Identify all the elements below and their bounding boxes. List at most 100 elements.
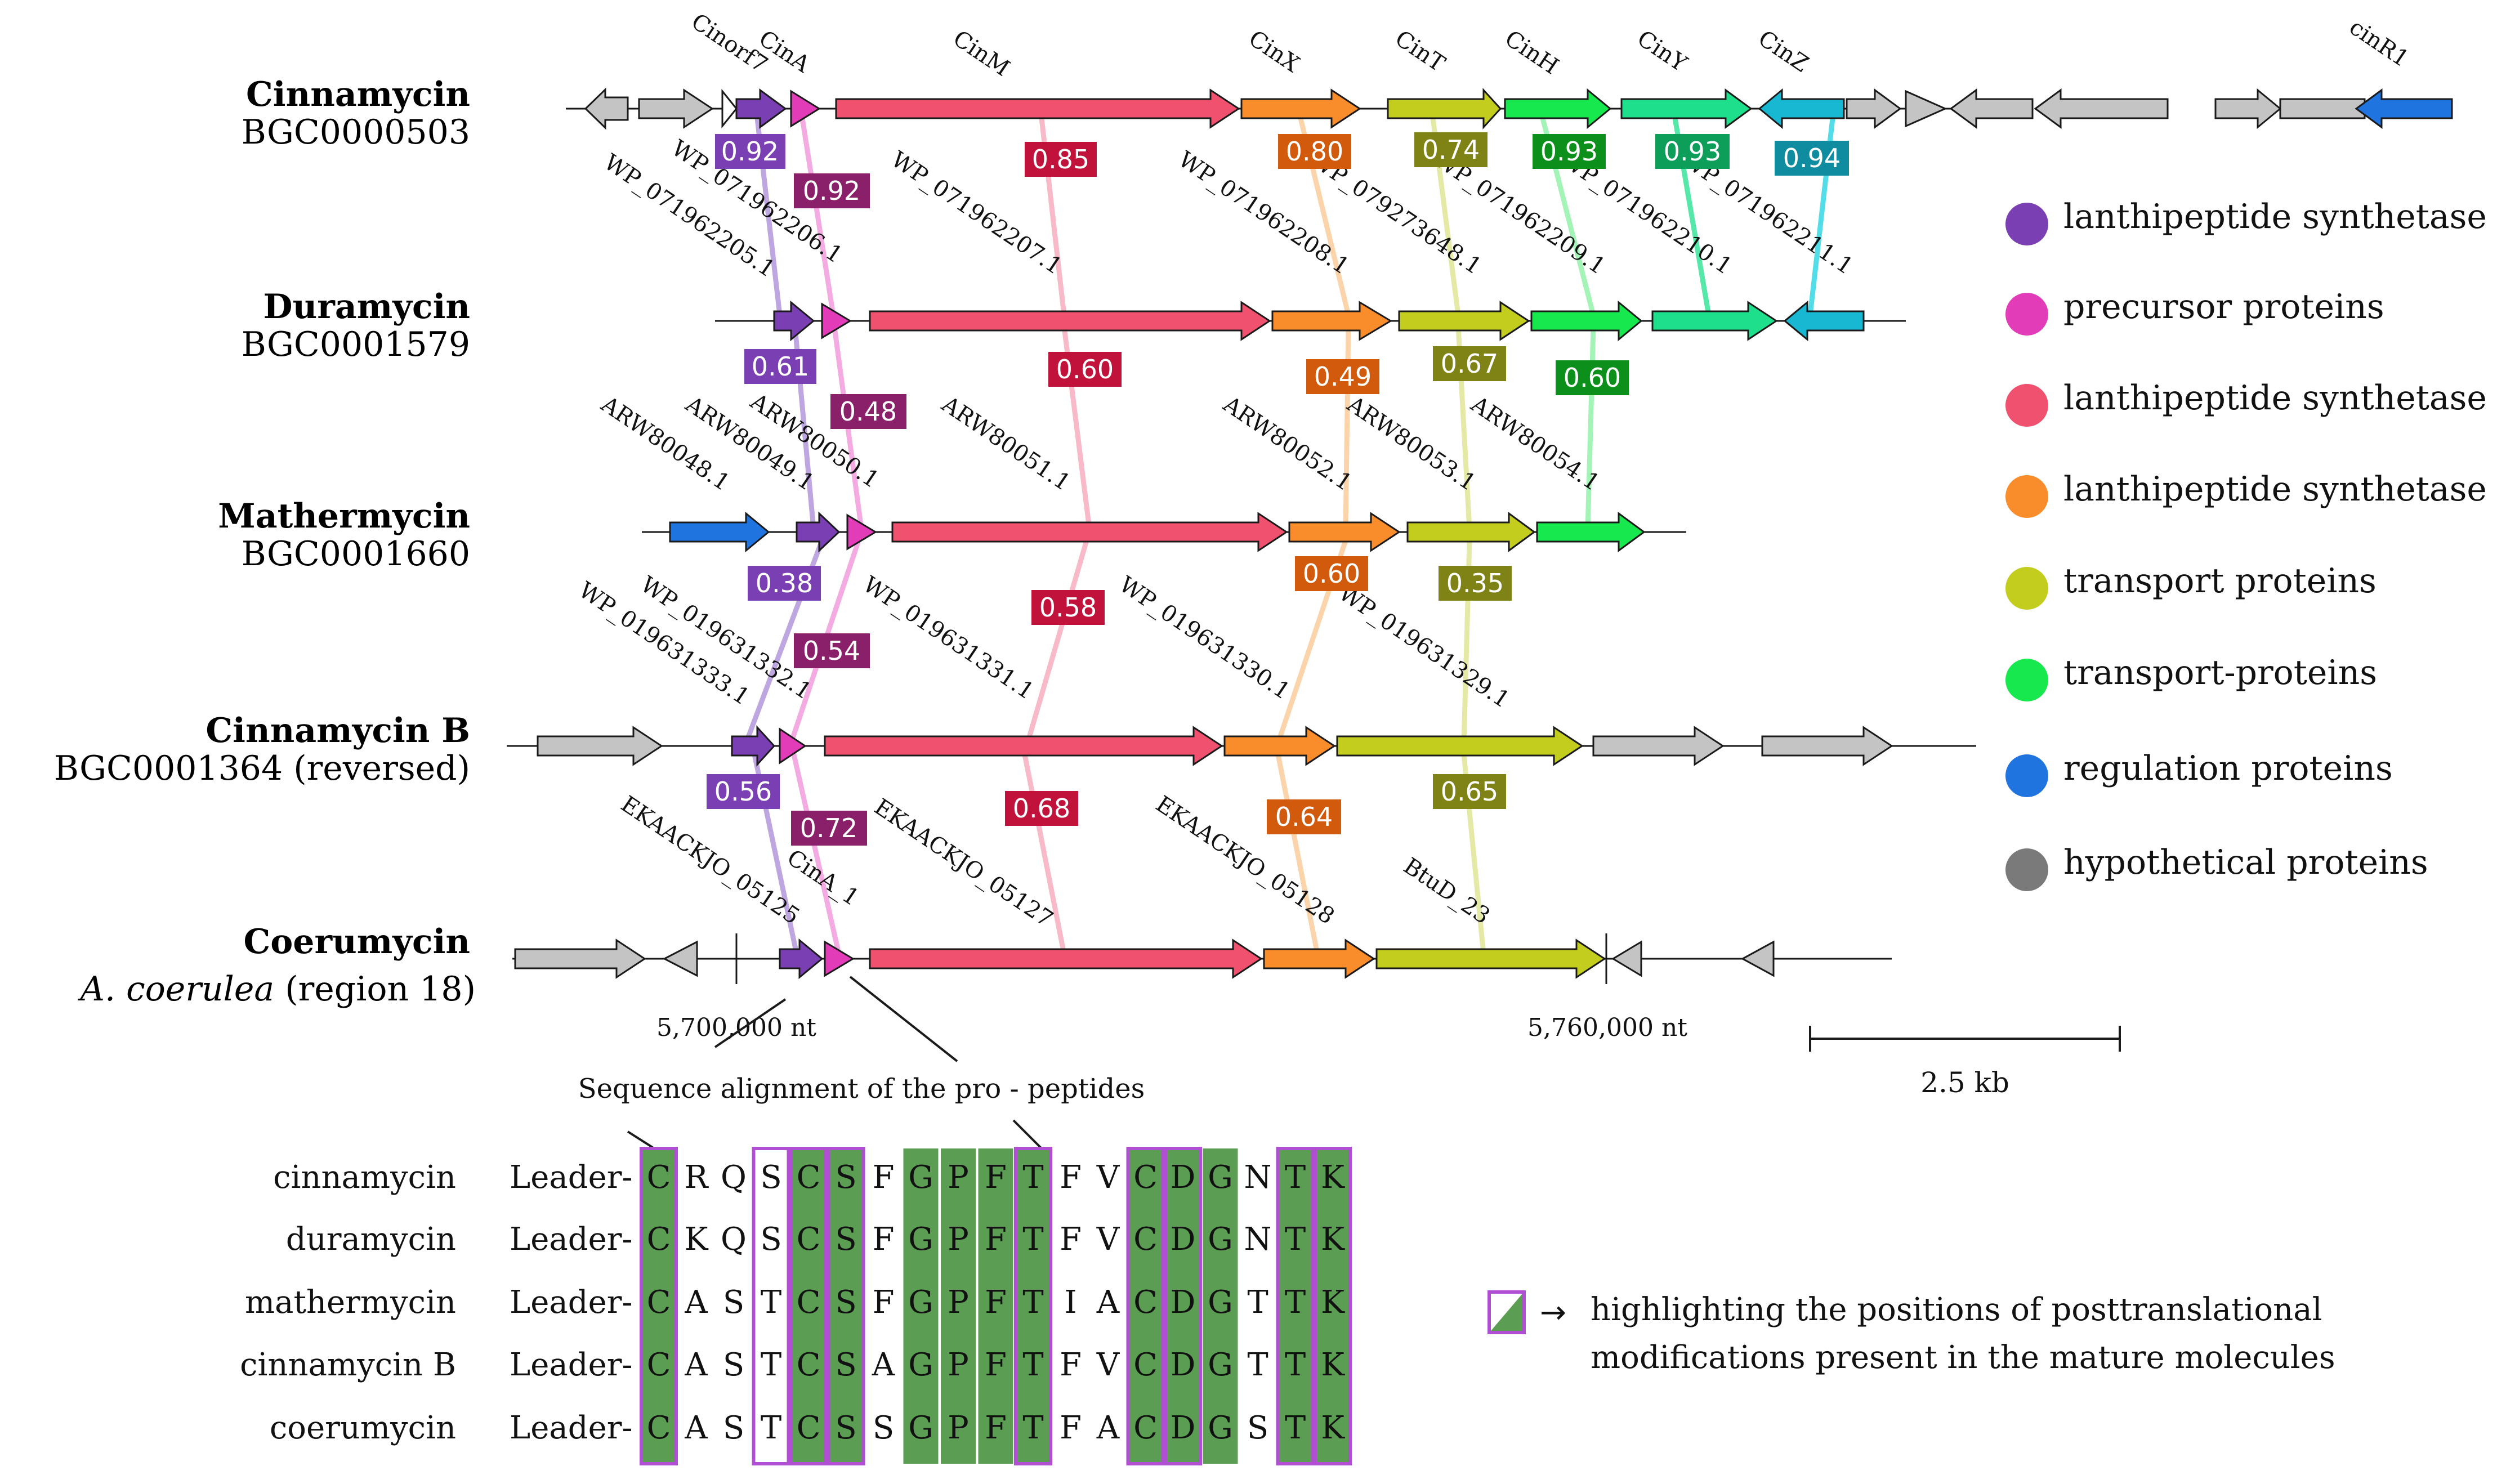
alignment-residue: A <box>1096 1410 1120 1446</box>
cluster-id-coerumycin-species: A. coerulea <box>78 969 275 1009</box>
gene-arrow-purple <box>773 300 815 342</box>
cluster-labels: Cinnamycin BGC0000503 Duramycin BGC00015… <box>54 75 476 1009</box>
alignment-leader-label: Leader- <box>510 1410 632 1446</box>
alignment-residue: A <box>684 1347 708 1383</box>
alignment-residue: V <box>1096 1347 1120 1383</box>
gene-arrow-grey <box>584 87 629 130</box>
gene-labels-mathermycin: ARW80048.1 ARW80049.1 ARW80050.1 ARW8005… <box>596 388 1605 497</box>
gene-arrow-grey <box>1846 88 1902 129</box>
identity-box <box>1433 774 1506 809</box>
legend: lanthipeptide synthetase precursor prote… <box>2005 197 2487 891</box>
identity-box <box>748 566 821 601</box>
legend-label: hypothetical proteins <box>2063 843 2428 882</box>
gene-arrow-yellow <box>1406 512 1536 552</box>
alignment-residue: K <box>1321 1159 1345 1196</box>
gene-arrow-teal <box>1651 301 1778 341</box>
identity-value: 0.93 <box>1540 136 1598 167</box>
alignment-residue: T <box>1022 1221 1043 1258</box>
identity-box <box>744 349 816 384</box>
gene-arrow-yellow <box>1387 88 1502 129</box>
alignment-residue: T <box>1247 1284 1268 1321</box>
gene-label: WP_019631330.1 <box>1114 571 1294 705</box>
gene-label: ARW80051.1 <box>937 391 1075 497</box>
cluster-name-cinnamycin: Cinnamycin <box>246 75 470 114</box>
identity-value: 0.94 <box>1783 143 1841 173</box>
alignment-residue: T <box>1247 1347 1268 1383</box>
gene-arrow-pink <box>821 302 852 339</box>
legend-swatch <box>2005 659 2048 701</box>
alignment-residue: F <box>985 1159 1007 1196</box>
gene-label: ARW80054.1 <box>1466 391 1605 497</box>
alignment-residue: G <box>1208 1347 1233 1383</box>
identity-value: 0.56 <box>714 776 772 807</box>
alignment-row-name: cinnamycin <box>273 1159 456 1196</box>
gene-label: CinM <box>948 25 1014 82</box>
alignment-conserved-column <box>1128 1148 1163 1464</box>
alignment-residue: S <box>723 1284 744 1321</box>
gene-arrow-purple <box>731 725 776 767</box>
alignment-residue: P <box>948 1159 969 1196</box>
axis-labels: 5,700,000 nt 5,760,000 nt <box>656 1013 1687 1042</box>
cluster-id-coerumycin-region: (region 18) <box>274 969 476 1009</box>
alignment-conserved-column <box>978 1148 1013 1464</box>
identity-value: 0.68 <box>1013 793 1070 824</box>
note-swatch-fill <box>1491 1294 1522 1331</box>
gene-label: CinA <box>754 25 815 78</box>
alignment-residue: C <box>797 1221 821 1258</box>
alignment-residue: C <box>1133 1284 1158 1321</box>
identity-value: 0.74 <box>1422 135 1480 165</box>
alignment-row-name: coerumycin <box>270 1410 456 1446</box>
alignment-modification-box <box>1126 1147 1165 1465</box>
alignment-residue: C <box>1133 1347 1158 1383</box>
alignment-modification-box <box>1314 1147 1352 1465</box>
alignment-leader-label: Leader- <box>510 1284 632 1321</box>
gene-arrow-orange <box>1288 512 1401 552</box>
alignment-title: Sequence alignment of the pro - peptides <box>578 1073 1145 1105</box>
alignment-residue: C <box>797 1347 821 1383</box>
gene-arrow-grey <box>1761 726 1893 766</box>
alignment-residue: D <box>1171 1284 1196 1321</box>
gene-arrow-purple <box>735 88 787 129</box>
alignment-residue: C <box>647 1410 671 1446</box>
alignment-conserved-column <box>641 1148 676 1464</box>
gene-label: ARW80052.1 <box>1218 391 1357 497</box>
alignment-modification-box <box>1276 1147 1315 1465</box>
cluster-id-cinnamycin-b: BGC0001364 (reversed) <box>54 749 470 788</box>
gene-arrow-purple <box>779 938 824 980</box>
alignment-residue: C <box>797 1284 821 1321</box>
gene-arrow-red <box>891 512 1288 552</box>
alignment-leader-label: Leader- <box>510 1159 632 1196</box>
note-line-2: modifications present in the mature mole… <box>1591 1339 2335 1376</box>
identity-box <box>1025 142 1097 177</box>
alignment-residue: F <box>985 1347 1007 1383</box>
gene-arrow-grey <box>1592 726 1725 766</box>
legend-swatch <box>2005 567 2048 610</box>
gene-label: WP_019631331.1 <box>858 571 1038 705</box>
alignment-residue: G <box>1208 1284 1233 1321</box>
gene-arrow-green <box>1530 300 1643 342</box>
modification-note: → highlighting the positions of posttran… <box>1487 1290 2335 1376</box>
alignment-residue: T <box>1285 1159 1306 1196</box>
alignment-residue: C <box>797 1410 821 1446</box>
identity-value: 0.58 <box>1039 592 1097 623</box>
gene-arrow-orange <box>1223 726 1336 766</box>
identity-value: 0.85 <box>1032 144 1089 175</box>
alignment-residue: C <box>1133 1221 1158 1258</box>
alignment-residue: V <box>1096 1159 1120 1196</box>
identity-value: 0.60 <box>1564 363 1621 393</box>
identity-value: 0.72 <box>800 813 857 843</box>
gene-label: ARW80053.1 <box>1342 391 1481 497</box>
identity-box <box>1031 590 1105 625</box>
gene-arrow-green <box>1504 88 1612 129</box>
identity-value: 0.60 <box>1056 354 1114 385</box>
alignment-conserved-column <box>903 1148 939 1464</box>
cluster-name-coerumycin: Coerumycin <box>244 922 470 962</box>
gene-arrow-cyan <box>1783 300 1865 342</box>
alignment-residue: A <box>684 1284 708 1321</box>
alignment-residue: T <box>761 1347 781 1383</box>
alignment-leader-label: Leader- <box>510 1221 632 1258</box>
gene-arrow-red <box>869 938 1263 979</box>
gene-row-duramycin <box>715 300 1906 342</box>
identity-box <box>1306 359 1379 394</box>
